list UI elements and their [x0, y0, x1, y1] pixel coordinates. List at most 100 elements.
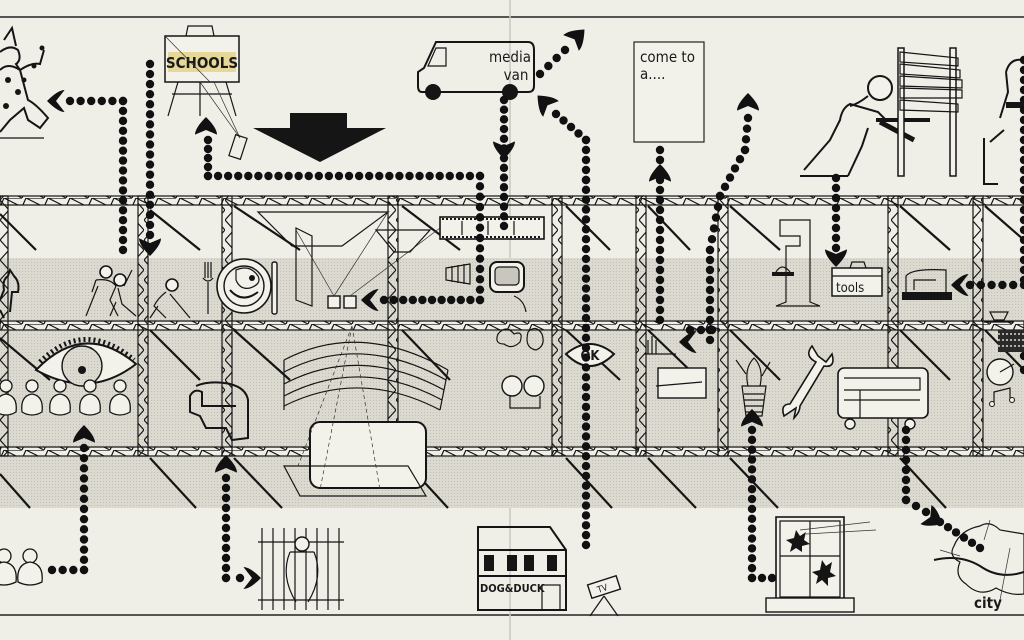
diagonal-line — [899, 205, 951, 251]
arrow-head-shape — [537, 95, 559, 117]
diagonal-line — [149, 209, 201, 251]
flow-dot — [145, 59, 155, 69]
flow-dot — [921, 507, 931, 517]
flow-dot — [581, 422, 591, 431]
flow-dot — [221, 553, 231, 563]
flow-dot — [475, 264, 485, 274]
flow-dot — [223, 171, 233, 181]
spectator-figures — [0, 548, 43, 586]
flow-dot — [655, 205, 665, 215]
flow-dot — [831, 203, 841, 213]
flow-dot — [118, 186, 128, 195]
poster-line-1: come to — [640, 48, 695, 66]
flow-dot — [399, 295, 408, 305]
flow-dot — [145, 170, 155, 179]
flow-dot — [831, 193, 841, 203]
spanner — [782, 344, 834, 421]
flow-dot — [475, 171, 485, 181]
flow-dot — [499, 173, 509, 182]
flow-dot — [705, 285, 715, 295]
diagonal-line — [647, 205, 691, 251]
flow-dot — [1019, 235, 1024, 245]
arrow-head — [737, 93, 759, 111]
diagonal-line — [984, 205, 1024, 241]
diagonal-line — [149, 329, 201, 381]
flow-dot — [741, 135, 751, 144]
flow-dot — [203, 135, 213, 145]
flow-dot — [655, 245, 665, 255]
flow-dot — [730, 164, 740, 173]
flow-dot — [118, 96, 128, 106]
flow-dot — [581, 155, 591, 165]
flow-dot — [1019, 225, 1024, 235]
truss-column — [387, 195, 399, 457]
flow-dot — [705, 245, 715, 255]
flow-dot — [408, 295, 417, 305]
poster-board: come to a.... — [633, 41, 705, 143]
flow-dot — [145, 150, 155, 159]
spectator-head — [22, 548, 38, 564]
projection-table — [283, 325, 428, 497]
flow-dot — [475, 182, 485, 191]
arrow-head — [537, 95, 559, 117]
flow-dot — [499, 212, 509, 221]
flow-dot — [203, 144, 213, 154]
flow-dot — [581, 244, 591, 254]
flow-dot — [475, 295, 485, 305]
flow-dot — [79, 555, 89, 565]
arrow-head — [649, 164, 671, 182]
flow-dot — [79, 545, 89, 554]
flow-dot — [145, 190, 155, 199]
flow-dot — [720, 182, 730, 191]
flow-dot — [69, 565, 78, 575]
broken-window — [765, 516, 877, 613]
flow-dot — [747, 425, 757, 435]
audience-member-body — [79, 393, 101, 416]
flow-dot — [943, 523, 953, 532]
flow-dot — [581, 284, 591, 293]
flow-dot — [707, 325, 717, 335]
flow-dot — [79, 514, 89, 524]
flow-dot — [1019, 55, 1024, 65]
flow-dot — [581, 254, 591, 264]
flow-dot — [455, 171, 465, 181]
flow-dot — [747, 514, 757, 523]
audience-eye — [34, 337, 138, 387]
flow-dot — [499, 183, 509, 192]
flow-dot — [747, 445, 757, 454]
diagonal-line — [401, 205, 461, 251]
diagonal-line — [0, 213, 37, 251]
flow-dot — [655, 255, 665, 265]
spectator-head — [0, 548, 12, 564]
flow-dot — [118, 116, 128, 126]
audience-member-head — [53, 379, 67, 393]
truss-column — [137, 195, 149, 457]
flow-dot — [1019, 115, 1024, 125]
flow-dot — [987, 280, 996, 290]
flow-dot — [203, 171, 213, 181]
flow-dot — [385, 171, 394, 181]
flow-dot — [145, 120, 155, 129]
flow-dot — [475, 244, 485, 253]
flow-dot — [747, 475, 757, 484]
flow-dot — [203, 162, 213, 172]
flow-dot — [581, 412, 591, 421]
audience-member-head — [83, 379, 97, 393]
arrow-head — [825, 249, 847, 267]
flow-dot — [581, 521, 591, 530]
flow-dot — [221, 543, 231, 553]
easel-sign-text: SCHOOLS — [166, 54, 238, 72]
flow-dot — [535, 69, 545, 79]
flow-dot — [221, 533, 231, 543]
flow-dot — [566, 122, 576, 132]
flow-dot — [499, 163, 509, 173]
flow-dot — [581, 363, 591, 372]
flow-dot — [79, 464, 89, 473]
arrow-head — [47, 90, 65, 112]
flow-dot — [475, 202, 485, 212]
flow-dot — [235, 573, 245, 583]
plunger-figure — [735, 357, 771, 417]
truss-beams — [0, 195, 1024, 457]
flow-dot — [705, 295, 715, 305]
flow-dot — [118, 166, 128, 175]
